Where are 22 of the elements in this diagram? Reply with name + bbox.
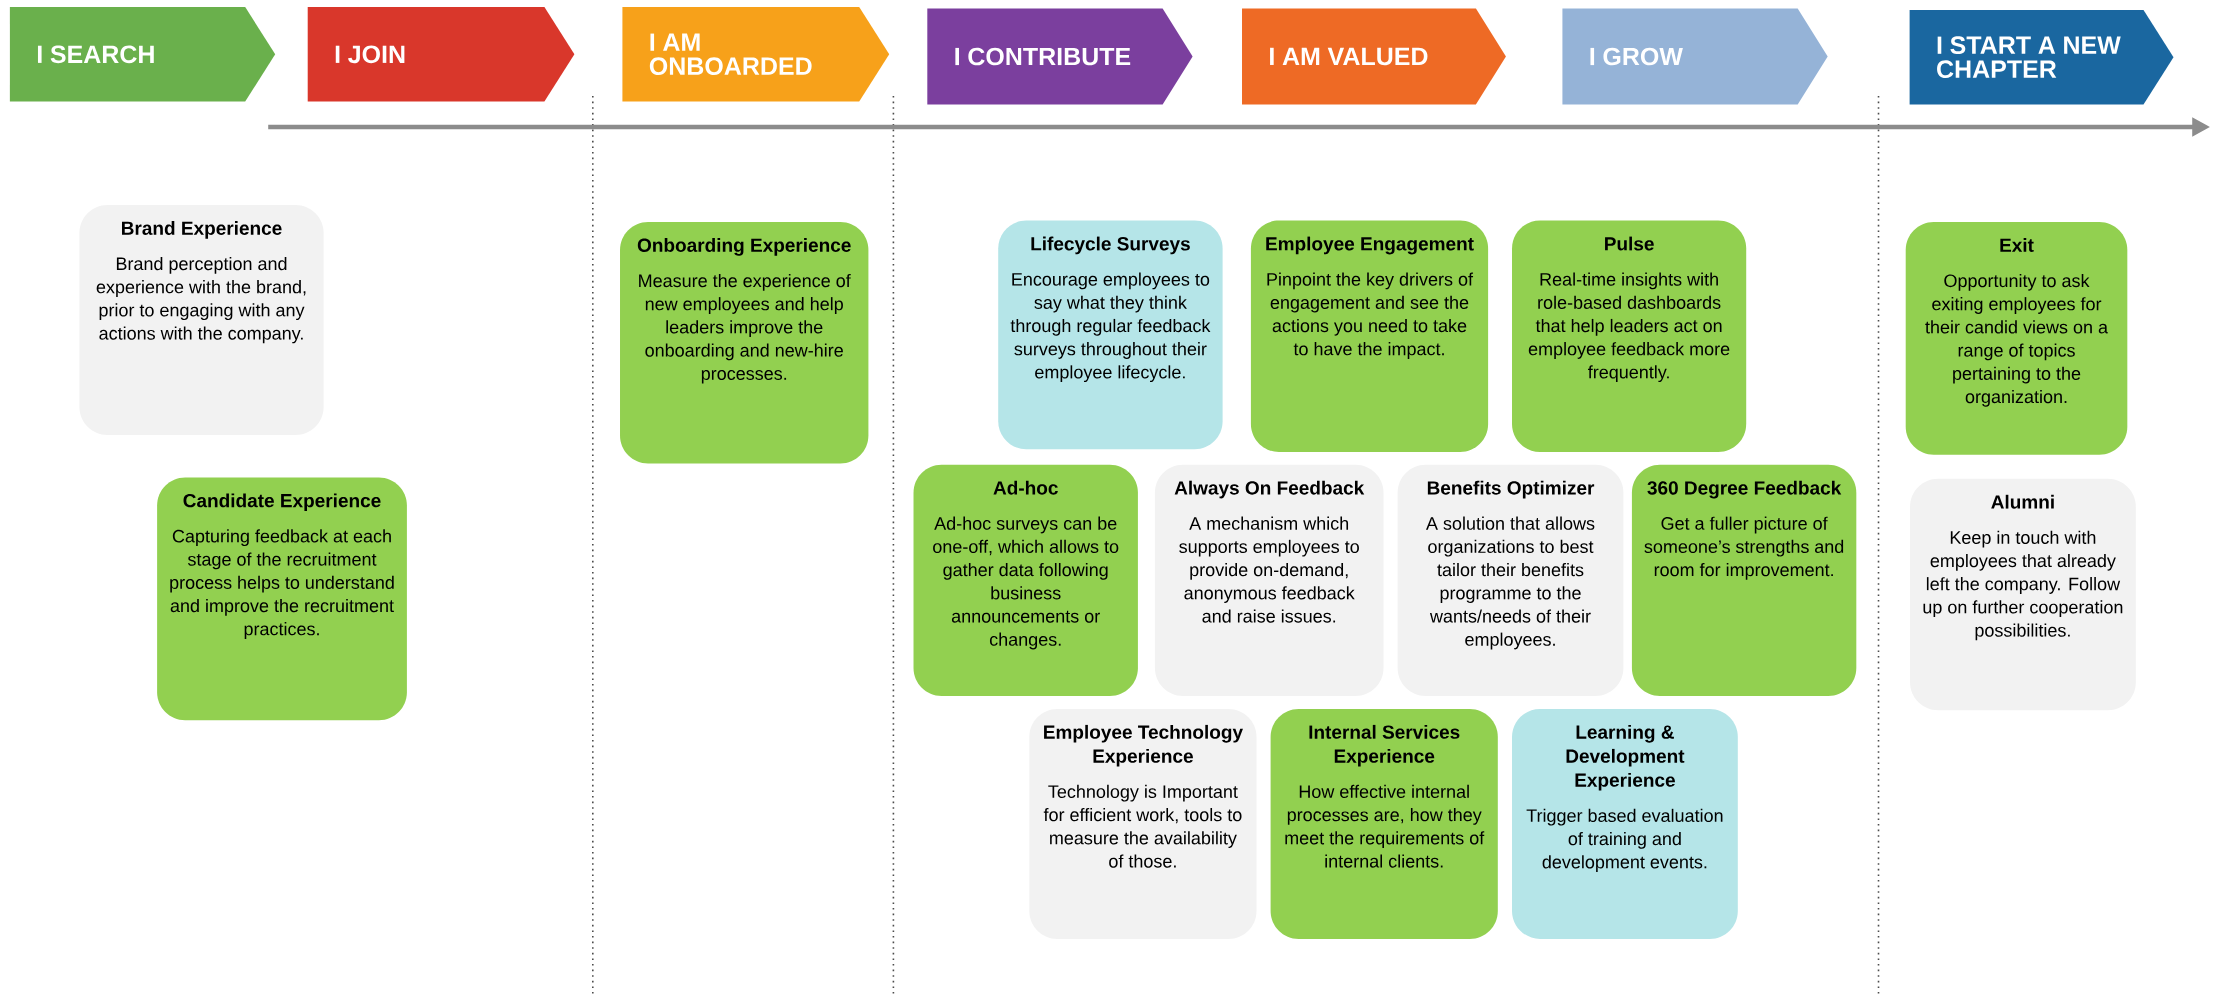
stage-banner: I AM VALUED	[1242, 8, 1506, 105]
stage-banner: I CONTRIBUTE	[927, 8, 1193, 105]
feature-card: Always On Feedback A mechanism which supports employees to provide on-demand, anonymous feedback and raise issues.	[1154, 464, 1384, 697]
stage-banner: I GROW	[1562, 8, 1828, 105]
feature-card: Onboarding Experience Measure the experience of new employees and help leaders improve the onboarding and new-hire processes.	[620, 222, 869, 464]
stage-banner: I AM ONBOARDED	[622, 7, 890, 102]
feature-card: Ad-hoc Ad-hoc surveys can be one-off, which allows to gather data following business announcements or changes.	[913, 464, 1138, 697]
feature-card: Internal Services Experience How effective internal processes are, how they meet the requirements of internal clients.	[1270, 708, 1498, 939]
stage-banner: I JOIN	[307, 7, 575, 102]
stage-banner: I SEARCH	[9, 7, 276, 102]
feature-card: Pulse Real-time insights with role-based dashboards that help leaders act on employee feedback more frequently.	[1512, 220, 1747, 452]
feature-card: Learning & Development Experience Trigger based evaluation of training and development events.	[1512, 708, 1738, 939]
feature-card: Alumni Keep in touch with employees that already left the company. Follow up on further cooperation possibilities.	[1910, 478, 2136, 711]
feature-card: Candidate Experience Capturing feedback at each stage of the recruitment process helps to understand and improve the recruitment practices.	[157, 477, 407, 721]
feature-card: Employee Engagement Pinpoint the key drivers of engagement and see the actions you need to take to have the impact.	[1250, 220, 1489, 452]
feature-card: Employee Technology Experience Technology is Important for efficient work, tools to measure the availability of those.	[1029, 708, 1257, 939]
feature-card: 360 Degree Feedback Get a fuller picture of someone’s strengths and room for improvement.	[1631, 464, 1857, 697]
feature-card: Benefits Optimizer A solution that allows organizations to best tailor their benefits programme to the wants/needs of their employees.	[1397, 464, 1624, 697]
feature-card: Lifecycle Surveys Encourage employees to say what they think through regular feedback surveys throughout their employee lifecycle.	[998, 220, 1223, 450]
feature-card: Brand Experience Brand perception and experience with the brand, prior to engaging with any actions with the company.	[79, 205, 324, 435]
feature-card: Exit Opportunity to ask exiting employees for their candid views on a range of topics pertaining to the organization.	[1905, 222, 2128, 455]
stage-banner: I START A NEW CHAPTER	[1909, 9, 2174, 105]
